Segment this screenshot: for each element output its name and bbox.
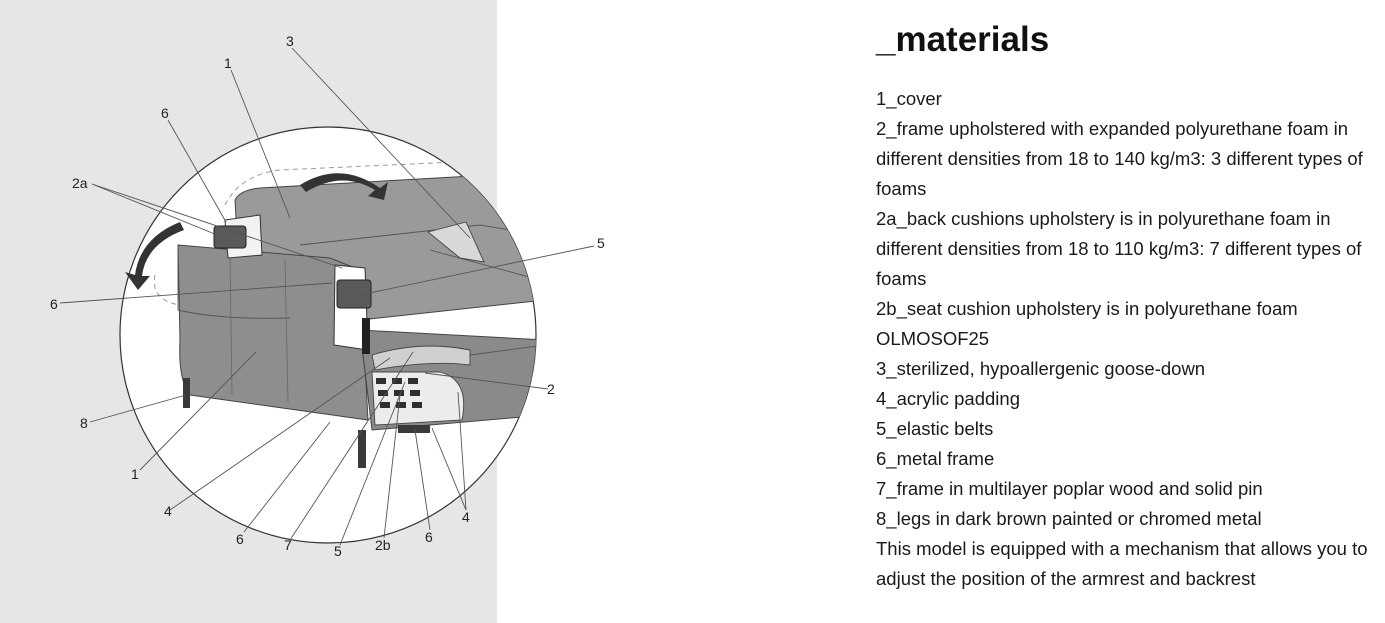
callout-8: 8 [80,415,88,431]
callout-2b: 2b [375,537,391,553]
materials-section: _materials 1_cover 2_frame upholstered w… [876,18,1376,594]
material-item: 3_sterilized, hypoallergenic goose-down [876,358,1206,379]
materials-list: 1_cover 2_frame upholstered with expande… [876,84,1376,534]
callout-7: 7 [284,537,292,553]
callout-6-bottom-1: 6 [236,531,244,547]
material-item: 2_frame upholstered with expanded polyur… [876,118,1363,199]
material-item: 8_legs in dark brown painted or chromed … [876,508,1262,529]
materials-title: _materials [876,20,1050,59]
armrest-arrow-icon [125,222,184,290]
callout-1-top: 1 [224,55,232,71]
material-item: 2a_back cushions upholstery is in polyur… [876,208,1362,289]
callout-6-left: 6 [50,296,58,312]
material-item: 7_frame in multilayer poplar wood and so… [876,478,1263,499]
callout-3-top: 3 [286,33,294,49]
backrest-arrow-icon [300,173,388,200]
callout-4-bottomright: 4 [462,509,470,525]
material-item: 2b_seat cushion upholstery is in polyure… [876,298,1298,349]
mechanism-note: This model is equipped with a mechanism … [876,538,1368,589]
material-item: 6_metal frame [876,448,995,469]
sofa-illustration [153,161,536,468]
callout-1-bottom: 1 [131,466,139,482]
callout-6-topleft: 6 [161,105,169,121]
material-item: 5_elastic belts [876,418,994,439]
callout-2-right: 2 [547,381,555,397]
callout-5-right: 5 [597,235,605,251]
callout-2a: 2a [72,175,88,191]
material-item: 1_cover [876,88,942,109]
callout-4-bottomleft: 4 [164,503,172,519]
callout-6-bottom-2: 6 [425,529,433,545]
material-item: 4_acrylic padding [876,388,1020,409]
callout-5-bottom: 5 [334,543,342,559]
sofa-diagram: 1 3 6 2a 5 6 2 8 1 4 6 7 5 2b 6 4 [50,33,605,559]
